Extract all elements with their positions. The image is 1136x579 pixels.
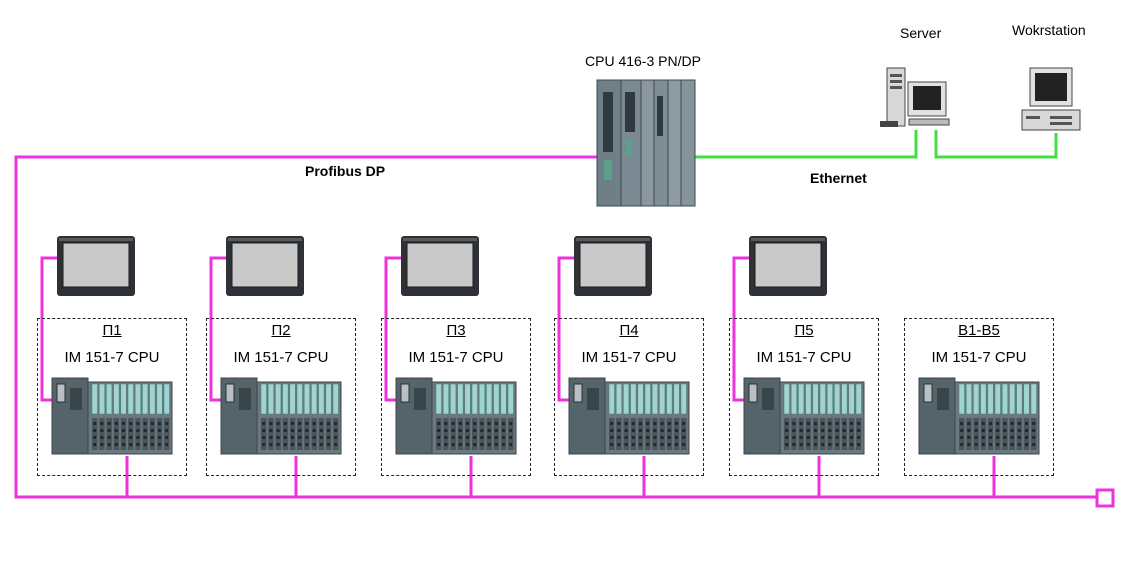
hmi-wire: [209, 256, 229, 402]
hmi-panel: [226, 236, 304, 296]
station-box: П4 IM 151-7 CPU: [554, 318, 704, 476]
station-name: П2: [271, 322, 291, 339]
hmi-wire: [40, 256, 60, 402]
station-name: П3: [446, 322, 466, 339]
station-box: П1 IM 151-7 CPU: [37, 318, 187, 476]
profibus-trunk: [14, 155, 1097, 499]
ethernet-link-server: [695, 130, 918, 159]
hmi-wire: [732, 256, 752, 402]
server-label: Server: [900, 25, 942, 41]
server-computer: [880, 67, 950, 127]
station-box: П2 IM 151-7 CPU: [206, 318, 356, 476]
et200-module: [918, 377, 1040, 455]
station-cpu-label: IM 151-7 CPU: [581, 349, 677, 366]
ethernet-label: Ethernet: [810, 170, 867, 186]
cpu-416-rack: [596, 79, 696, 207]
hmi-panel: [401, 236, 479, 296]
station-name: П4: [619, 322, 639, 339]
station-box: П3 IM 151-7 CPU: [381, 318, 531, 476]
station-cpu-label: IM 151-7 CPU: [931, 349, 1027, 366]
et200-module: [743, 377, 865, 455]
hmi-wire: [557, 256, 577, 402]
et200-module: [51, 377, 173, 455]
station-name: П1: [102, 322, 122, 339]
station-cpu-label: IM 151-7 CPU: [233, 349, 329, 366]
station-cpu-label: IM 151-7 CPU: [64, 349, 160, 366]
bus-terminator: [1095, 488, 1115, 508]
station-cpu-label: IM 151-7 CPU: [756, 349, 852, 366]
station-box: В1-В5 IM 151-7 CPU: [904, 318, 1054, 476]
hmi-panel: [574, 236, 652, 296]
profibus-label: Profibus DP: [305, 163, 386, 179]
et200-module: [220, 377, 342, 455]
et200-module: [568, 377, 690, 455]
workstation-label: Wokrstation: [1012, 22, 1086, 38]
et200-module: [395, 377, 517, 455]
ethernet-link-workstation: [934, 130, 1058, 159]
hmi-wire: [384, 256, 404, 402]
station-name: П5: [794, 322, 814, 339]
hmi-panel: [57, 236, 135, 296]
station-box: П5 IM 151-7 CPU: [729, 318, 879, 476]
cpu-label: CPU 416-3 PN/DP: [585, 53, 701, 69]
station-name: В1-В5: [958, 322, 1000, 339]
workstation-computer: [1021, 67, 1081, 131]
station-cpu-label: IM 151-7 CPU: [408, 349, 504, 366]
hmi-panel: [749, 236, 827, 296]
